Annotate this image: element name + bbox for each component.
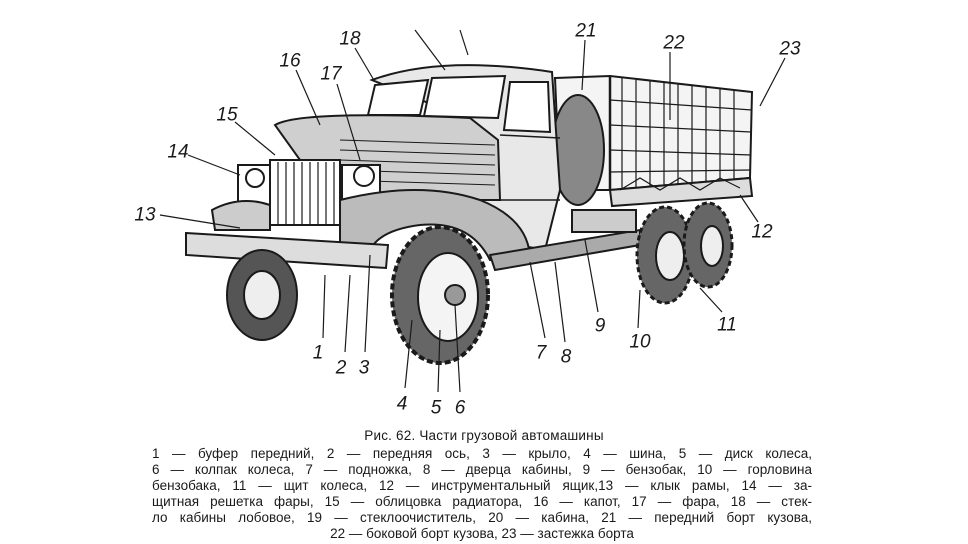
- label-5: 5: [430, 397, 442, 419]
- label-9: 9: [594, 315, 606, 337]
- label-21: 21: [575, 20, 597, 42]
- front-bumper: [185, 231, 390, 270]
- label-10: 10: [629, 331, 651, 353]
- label-15: 15: [216, 104, 238, 126]
- front-left-wheel: [226, 249, 298, 341]
- rear-wheels: [635, 201, 734, 305]
- cab: [366, 64, 562, 252]
- caption-line: бензобака, 11 — щит колеса, 12 — инструм…: [152, 478, 812, 493]
- label-22: 22: [663, 32, 685, 54]
- label-14: 14: [167, 141, 189, 163]
- label-6: 6: [454, 397, 466, 419]
- label-12: 12: [751, 221, 773, 243]
- label-3: 3: [358, 357, 370, 379]
- caption-line: 1 — буфер передний, 2 — передняя ось, 3 …: [152, 446, 812, 461]
- label-18: 18: [339, 28, 361, 50]
- label-13: 13: [134, 204, 156, 226]
- label-8: 8: [560, 346, 572, 368]
- label-17: 17: [320, 63, 342, 85]
- caption-line: щитная решетка фары, 15 — облицовка ради…: [152, 494, 812, 509]
- label-11: 11: [717, 314, 737, 336]
- label-2: 2: [335, 357, 347, 379]
- figure-caption-title: Рис. 62. Части грузовой автомашины: [364, 428, 604, 443]
- label-1: 1: [312, 342, 324, 364]
- caption-line: ло кабины лобовое, 19 — стеклоочиститель…: [152, 510, 812, 525]
- front-right-wheel: [390, 225, 490, 365]
- label-4: 4: [396, 393, 408, 415]
- leader-lines: [159, 29, 786, 393]
- label-7: 7: [535, 342, 547, 364]
- caption-line: 22 — боковой борт кузова, 23 — застежка …: [330, 526, 634, 541]
- label-23: 23: [779, 38, 801, 60]
- caption-line: 6 — колпак колеса, 7 — подножка, 8 — две…: [152, 462, 812, 477]
- label-16: 16: [279, 50, 301, 72]
